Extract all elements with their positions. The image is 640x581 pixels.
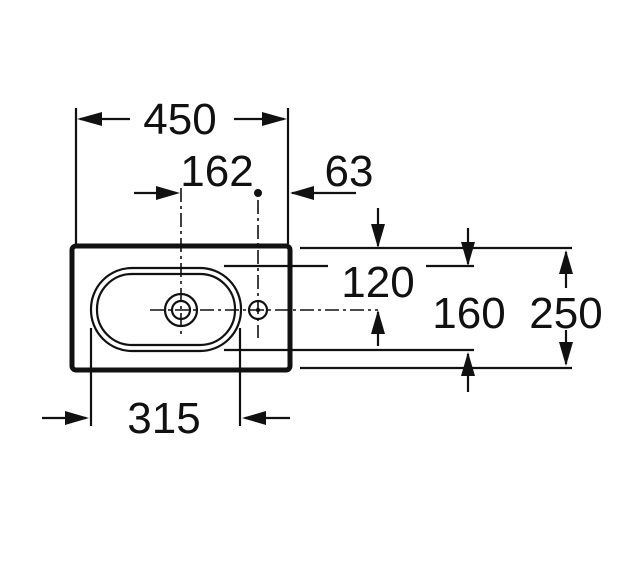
dimension-label-120: 120 <box>341 258 414 307</box>
dimension-side-offset: 63 <box>290 147 373 200</box>
dimension-label-450: 450 <box>143 95 216 144</box>
dimension-bowl-depth: 160 <box>224 228 506 392</box>
dimension-label-250: 250 <box>529 289 602 338</box>
dimension-bowl-width: 315 <box>42 328 290 443</box>
dimension-overall-width: 450 <box>74 95 290 244</box>
center-lines <box>150 188 378 338</box>
dimension-tap-depth: 120 <box>224 208 474 346</box>
dimension-label-63: 63 <box>325 147 374 196</box>
dimension-tap-offset: 162 <box>134 147 254 200</box>
basin-bowl <box>89 266 243 353</box>
dimension-overall-depth: 250 <box>300 246 603 370</box>
dimension-label-315: 315 <box>127 394 200 443</box>
dimension-label-162: 162 <box>180 147 253 196</box>
dimension-label-160: 160 <box>432 289 505 338</box>
